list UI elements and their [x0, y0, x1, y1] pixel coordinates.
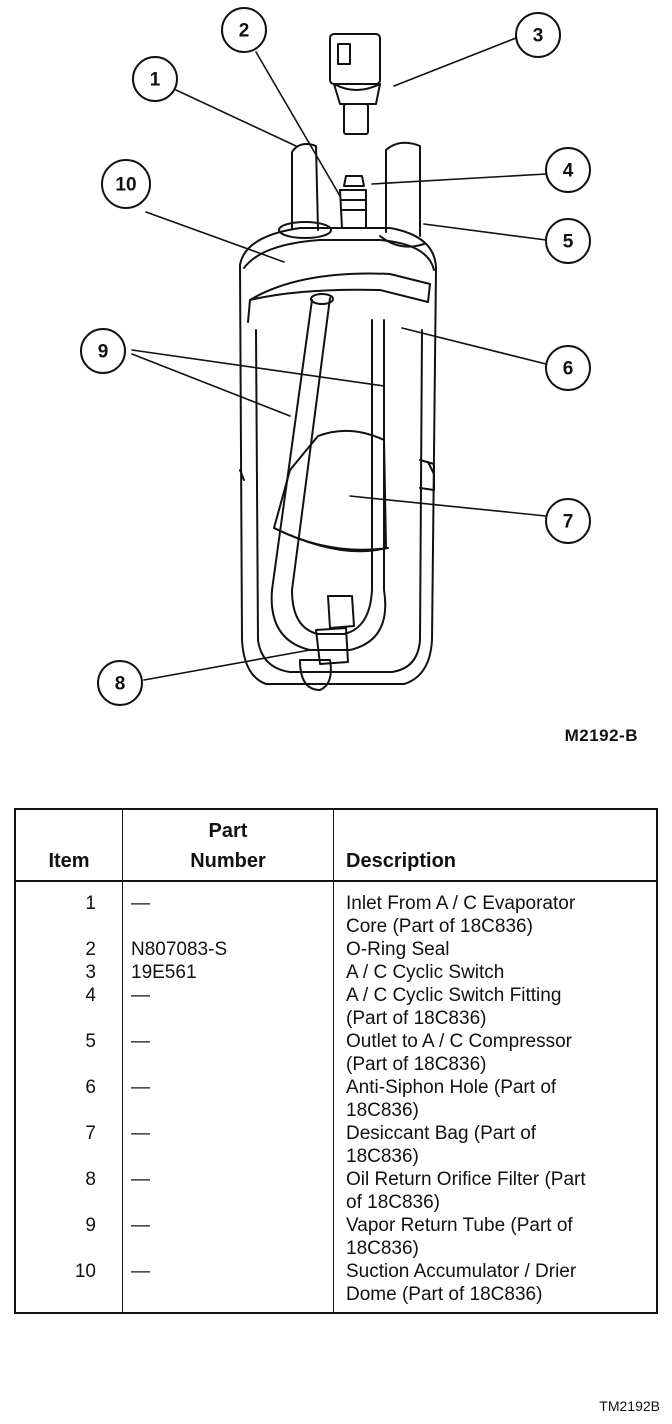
callout-1	[132, 56, 178, 102]
accumulator-drier-illustration: 1 2 3 4 5 6 7 8 9 10	[80, 7, 591, 706]
cell-item: 2	[85, 939, 96, 960]
description-line-1: O-Ring Seal	[346, 939, 450, 960]
callout-label-4: 4	[563, 161, 574, 182]
description-line-2: (Part of 18C836)	[346, 1054, 487, 1075]
callout-4	[545, 147, 591, 193]
description-line-2: 18C836)	[346, 1100, 419, 1121]
callout-6	[545, 345, 591, 391]
cell-item: 8	[85, 1169, 96, 1190]
oil-return-filter	[299, 659, 332, 691]
inlet-pipe	[291, 143, 319, 231]
callout-2	[221, 7, 267, 53]
description-line-1: Vapor Return Tube (Part of	[346, 1215, 573, 1236]
cell-part-number: —	[122, 1030, 334, 1076]
table-row: 2 N807083-S O-Ring Seal	[15, 938, 657, 961]
callout-7	[545, 498, 591, 544]
callout-label-1: 1	[150, 70, 161, 91]
canister-body	[239, 227, 437, 685]
cell-part-number: —	[122, 984, 334, 1030]
header-description: Description	[333, 809, 657, 882]
cell-item: 6	[85, 1077, 96, 1098]
description-line-1: Oil Return Orifice Filter (Part	[346, 1169, 586, 1190]
callout-label-5: 5	[563, 232, 574, 253]
callout-label-6: 6	[563, 359, 574, 380]
description-line-2: of 18C836)	[346, 1192, 441, 1213]
table-row: 5—Outlet to A / C Compressor(Part of 18C…	[15, 1030, 657, 1076]
description-line-1: Inlet From A / C Evaporator	[346, 893, 576, 914]
cell-item: 3	[85, 962, 96, 983]
cell-part-number: N807083-S	[122, 938, 334, 961]
parts-table: Item Part Number Description 1—Inlet Fro…	[14, 808, 658, 1314]
dome-outline	[243, 239, 435, 271]
callout-8	[97, 660, 143, 706]
callout-10	[101, 159, 151, 209]
description-line-1: Desiccant Bag (Part of	[346, 1123, 537, 1144]
cell-description: O-Ring Seal	[333, 938, 657, 961]
cell-description: A / C Cyclic Switch Fitting(Part of 18C8…	[333, 984, 657, 1030]
description-line-1: A / C Cyclic Switch Fitting	[346, 985, 562, 1006]
cell-part-number: —	[122, 1168, 334, 1214]
cell-part-number: —	[122, 1214, 334, 1260]
header-part-line1: Part	[208, 820, 248, 842]
outlet-pipe	[385, 141, 421, 237]
cell-item: 9	[85, 1215, 96, 1236]
cell-item: 5	[85, 1031, 96, 1052]
header-item: Item	[15, 809, 123, 882]
table-header-row: Item Part Number Description	[15, 809, 657, 882]
cell-item: 7	[85, 1123, 96, 1144]
description-line-2: Dome (Part of 18C836)	[346, 1284, 543, 1305]
description-line-1: A / C Cyclic Switch	[346, 962, 505, 983]
callout-label-8: 8	[115, 674, 126, 695]
callout-label-3: 3	[533, 26, 544, 47]
header-part-line2: Number	[190, 850, 266, 872]
callout-label-7: 7	[563, 512, 574, 533]
cell-part-number: —	[122, 1122, 334, 1168]
callout-9	[80, 328, 126, 374]
callout-label-9: 9	[98, 342, 109, 363]
callout-5	[545, 218, 591, 264]
header-part-number: Part Number	[122, 809, 334, 882]
callout-label-2: 2	[239, 21, 250, 42]
description-line-1: Outlet to A / C Compressor	[346, 1031, 572, 1052]
description-line-2: (Part of 18C836)	[346, 1008, 487, 1029]
description-line-1: Anti-Siphon Hole (Part of	[346, 1077, 557, 1098]
description-line-1: Suction Accumulator / Drier	[346, 1261, 577, 1282]
cell-part-number: —	[122, 881, 334, 938]
cell-part-number: —	[122, 1260, 334, 1313]
table-row: 4—A / C Cyclic Switch Fitting(Part of 18…	[15, 984, 657, 1030]
callout-3	[515, 12, 561, 58]
cell-item: 10	[74, 1261, 96, 1282]
cell-description: A / C Cyclic Switch	[333, 961, 657, 984]
cell-part-number: 19E561	[122, 961, 334, 984]
description-line-2: 18C836)	[346, 1238, 419, 1259]
cell-description: Outlet to A / C Compressor(Part of 18C83…	[333, 1030, 657, 1076]
cell-item: 4	[85, 985, 96, 1006]
cyclic-switch	[329, 33, 381, 85]
table-row: 3 19E561 A / C Cyclic Switch	[15, 961, 657, 984]
cell-item: 1	[85, 893, 96, 914]
table-code: TM2192B	[599, 1398, 660, 1414]
cell-part-number: —	[122, 1076, 334, 1122]
vapor-return-tube	[270, 299, 387, 651]
callout-label-10: 10	[115, 175, 136, 196]
description-line-2: Core (Part of 18C836)	[346, 916, 533, 937]
description-line-2: 18C836)	[346, 1146, 419, 1167]
figure-code: M2192-B	[564, 726, 638, 745]
